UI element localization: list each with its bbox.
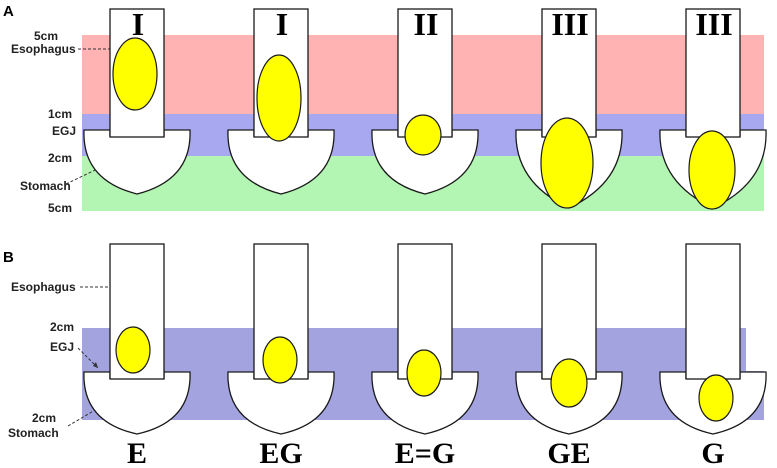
mark-5cm-bottom: 5cm [48, 201, 72, 215]
panel-b-label: B [3, 249, 14, 266]
stomach-label-b: Stomach [8, 426, 59, 440]
egj-arrow-head [93, 362, 98, 368]
panel-b: B Esophagus 2cm EGJ 2cm Stomach E EG [3, 243, 767, 468]
esophagus-tube [541, 8, 597, 138]
tumor [688, 130, 736, 210]
tumor [550, 358, 588, 408]
tumor-location-label: E=G [395, 437, 455, 468]
panel-a-column-1: I [83, 6, 191, 195]
tumor [262, 336, 298, 384]
mark-5cm-top: 5cm [34, 29, 58, 43]
stomach-outline [227, 371, 335, 435]
tumor [112, 37, 158, 111]
tumor [404, 114, 442, 156]
panel-a-label: A [3, 3, 14, 20]
tumor-location-label: GE [547, 437, 590, 468]
tumor [406, 349, 442, 397]
siewert-type-label: III [695, 6, 732, 42]
esophagus-label-b: Esophagus [11, 280, 76, 294]
panel-a-column-4: III [515, 6, 623, 209]
panel-a-column-2: I [227, 6, 335, 195]
stomach-outline [371, 371, 479, 435]
stomach-outline [227, 129, 335, 195]
siewert-type-label: I [132, 6, 144, 42]
esophagus-tube [685, 243, 741, 380]
panel-b-column-4: GE [515, 243, 623, 468]
esophagus-tube [541, 243, 597, 380]
stomach-outline [83, 371, 191, 435]
tumor [698, 374, 734, 422]
stomach-outline [83, 129, 191, 195]
esophagus-label-a: Esophagus [11, 42, 76, 56]
siewert-type-label: II [414, 6, 439, 42]
tumor [256, 54, 302, 142]
egj-label-a: EGJ [52, 124, 76, 138]
tumor-location-label: E [127, 437, 147, 468]
mark-2cm-bottom: 2cm [32, 411, 56, 425]
panel-b-column-5: G [659, 243, 767, 468]
stomach-label-a: Stomach [20, 179, 71, 193]
tumor [540, 117, 594, 209]
panel-b-column-2: EG [227, 243, 335, 468]
panel-a-column-3: II [371, 6, 479, 195]
siewert-type-label: I [276, 6, 288, 42]
stomach-outline [371, 129, 479, 195]
mark-2cm-top: 2cm [50, 320, 74, 334]
egj-label-b: EGJ [50, 340, 74, 354]
panel-b-column-3: E=G [371, 243, 479, 468]
tumor [115, 326, 151, 374]
tumor-location-label: G [701, 437, 724, 468]
panel-a-column-5: III [659, 6, 767, 210]
mark-1cm: 1cm [48, 107, 72, 121]
panel-b-column-1: E [83, 243, 191, 468]
esophagus-tube [685, 8, 741, 138]
tumor-location-label: EG [259, 437, 302, 468]
panel-a: A 5cm Esophagus 1cm EGJ 2cm Stomach 5cm … [3, 3, 767, 215]
siewert-type-label: III [551, 6, 588, 42]
mark-2cm-a: 2cm [48, 151, 72, 165]
